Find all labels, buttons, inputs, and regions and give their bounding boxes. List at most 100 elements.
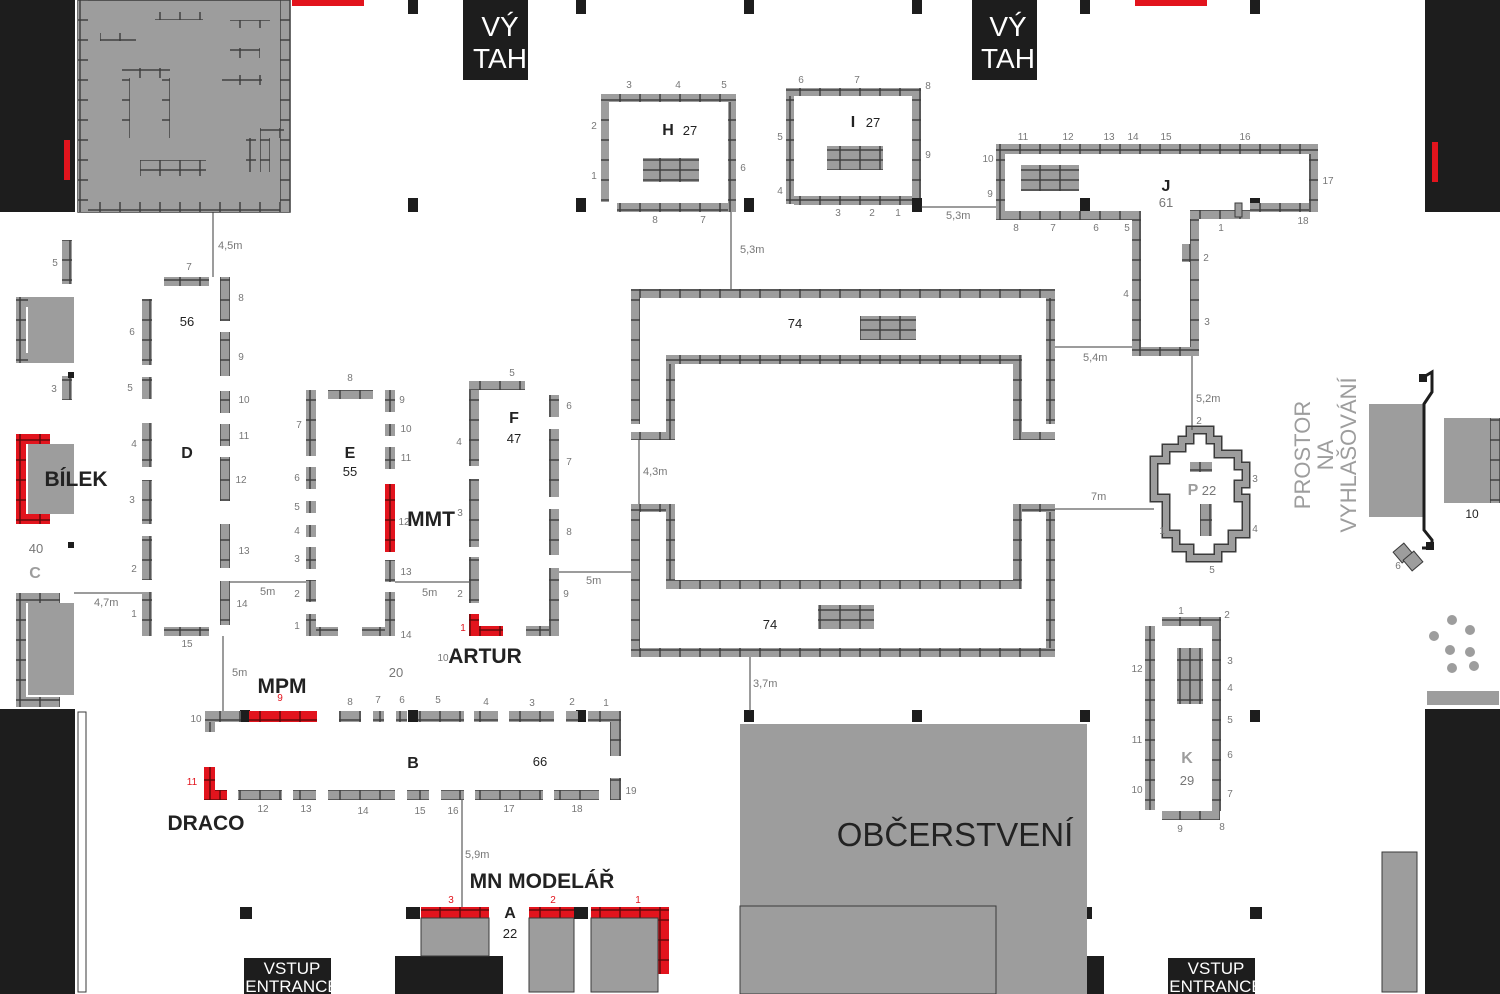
svg-text:17: 17 [503, 804, 515, 815]
wall-top-left [0, 0, 75, 212]
svg-text:5,9m: 5,9m [465, 849, 489, 861]
svg-text:VÝ: VÝ [989, 11, 1027, 42]
wall-bottom-left [0, 709, 75, 994]
distance-lines [74, 206, 1193, 907]
svg-text:8: 8 [1013, 223, 1019, 234]
svg-text:4: 4 [675, 80, 681, 91]
section-f-letter: F [509, 410, 519, 427]
svg-text:ENTRANCE: ENTRANCE [1169, 977, 1263, 994]
svg-text:4: 4 [1123, 289, 1129, 300]
svg-text:15: 15 [414, 806, 426, 817]
svg-text:9: 9 [277, 693, 283, 704]
section-c: 5 3 40 C BÍLEK [16, 240, 108, 993]
section-k-letter: K [1181, 750, 1193, 767]
svg-text:1: 1 [591, 171, 597, 182]
svg-text:8: 8 [238, 293, 244, 304]
svg-text:7: 7 [566, 457, 572, 468]
svg-text:3: 3 [1204, 317, 1210, 328]
svg-text:14: 14 [400, 630, 412, 641]
svg-text:7: 7 [186, 262, 192, 273]
section-j: J 61 11 12 13 14 15 16 10 9 17 18 8 7 6 … [982, 132, 1334, 356]
svg-text:5: 5 [777, 132, 783, 143]
svg-text:11: 11 [401, 453, 412, 464]
svg-text:2: 2 [457, 589, 463, 600]
section-j-letter: J [1162, 178, 1171, 195]
elevator-2: VÝ TAH [972, 0, 1037, 80]
exhibitor-artur: ARTUR [448, 645, 522, 668]
svg-text:11: 11 [239, 431, 250, 442]
svg-text:8: 8 [347, 373, 353, 384]
section-d: D 56 7 8 6 9 5 10 4 11 12 3 13 2 14 1 15 [127, 262, 250, 650]
svg-text:7: 7 [1050, 223, 1056, 234]
svg-text:6: 6 [399, 695, 405, 706]
section-c-count: 40 [29, 541, 43, 556]
svg-text:2: 2 [569, 697, 575, 708]
svg-text:2: 2 [131, 564, 137, 575]
svg-text:13: 13 [238, 546, 250, 557]
svg-text:6: 6 [129, 327, 135, 338]
section-i-count: 27 [866, 115, 880, 130]
section-a-count: 22 [503, 926, 517, 941]
refreshments-area: OBČERSTVENÍ [739, 724, 1087, 994]
svg-text:12: 12 [1131, 664, 1143, 675]
svg-text:1: 1 [1178, 606, 1184, 617]
svg-text:2: 2 [1224, 610, 1230, 621]
svg-text:8: 8 [925, 81, 931, 92]
svg-text:13: 13 [300, 804, 312, 815]
svg-text:6: 6 [1093, 223, 1099, 234]
svg-text:5: 5 [509, 368, 515, 379]
svg-text:3: 3 [1252, 474, 1258, 485]
svg-text:4: 4 [1227, 683, 1233, 694]
svg-text:5: 5 [435, 695, 441, 706]
svg-text:2: 2 [1203, 253, 1209, 264]
svg-text:18: 18 [1297, 216, 1309, 227]
svg-text:5,4m: 5,4m [1083, 352, 1107, 364]
svg-text:3: 3 [129, 495, 135, 506]
svg-text:ENTRANCE: ENTRANCE [245, 977, 339, 994]
svg-text:9: 9 [399, 395, 405, 406]
red-markers [64, 0, 1438, 182]
award-area-label-3: VYHLAŠOVÁNÍ [1336, 376, 1361, 532]
svg-text:8: 8 [1219, 822, 1225, 833]
svg-text:8: 8 [566, 527, 572, 538]
svg-text:11: 11 [1018, 132, 1029, 143]
svg-text:12: 12 [235, 475, 247, 486]
svg-text:3: 3 [51, 384, 57, 395]
section-b-letter: B [407, 755, 419, 772]
svg-text:10: 10 [1465, 507, 1479, 521]
svg-text:18: 18 [571, 804, 583, 815]
section-i-letter: I [851, 114, 855, 131]
svg-text:4: 4 [456, 437, 462, 448]
svg-text:9: 9 [925, 150, 931, 161]
svg-text:10: 10 [190, 714, 202, 725]
svg-text:3,7m: 3,7m [753, 678, 777, 690]
svg-text:6: 6 [740, 163, 746, 174]
svg-text:16: 16 [1239, 132, 1251, 143]
svg-text:1: 1 [635, 895, 641, 906]
exhibitor-mn-modelar: MN MODELÁŘ [470, 869, 615, 893]
section-p-letter: P [1188, 482, 1199, 499]
svg-text:VSTUP: VSTUP [1188, 959, 1245, 978]
section-b: B 66 20 MPM DRACO 8 7 6 5 4 3 2 1 10 9 1… [168, 665, 637, 835]
svg-text:5m: 5m [232, 667, 247, 679]
svg-text:1: 1 [460, 623, 466, 634]
svg-text:5: 5 [721, 80, 727, 91]
svg-text:2: 2 [294, 589, 300, 600]
section-h-count: 27 [683, 123, 697, 138]
svg-text:12: 12 [398, 517, 410, 528]
svg-text:8: 8 [347, 697, 353, 708]
section-j-count: 61 [1159, 195, 1173, 210]
exhibitor-draco: DRACO [168, 812, 245, 835]
svg-text:6: 6 [294, 473, 300, 484]
section-i: I 27 6 7 8 5 4 9 3 2 1 [777, 75, 931, 219]
svg-text:5: 5 [127, 383, 133, 394]
section-h-letter: H [662, 122, 674, 139]
svg-text:1: 1 [895, 208, 901, 219]
section-k-count: 29 [1180, 773, 1194, 788]
svg-text:TAH: TAH [981, 43, 1035, 74]
storage-room [77, 0, 291, 213]
section-d-letter: D [181, 445, 193, 462]
svg-text:4: 4 [777, 186, 783, 197]
svg-text:2: 2 [869, 208, 875, 219]
award-area-label-2: NA [1313, 439, 1338, 470]
